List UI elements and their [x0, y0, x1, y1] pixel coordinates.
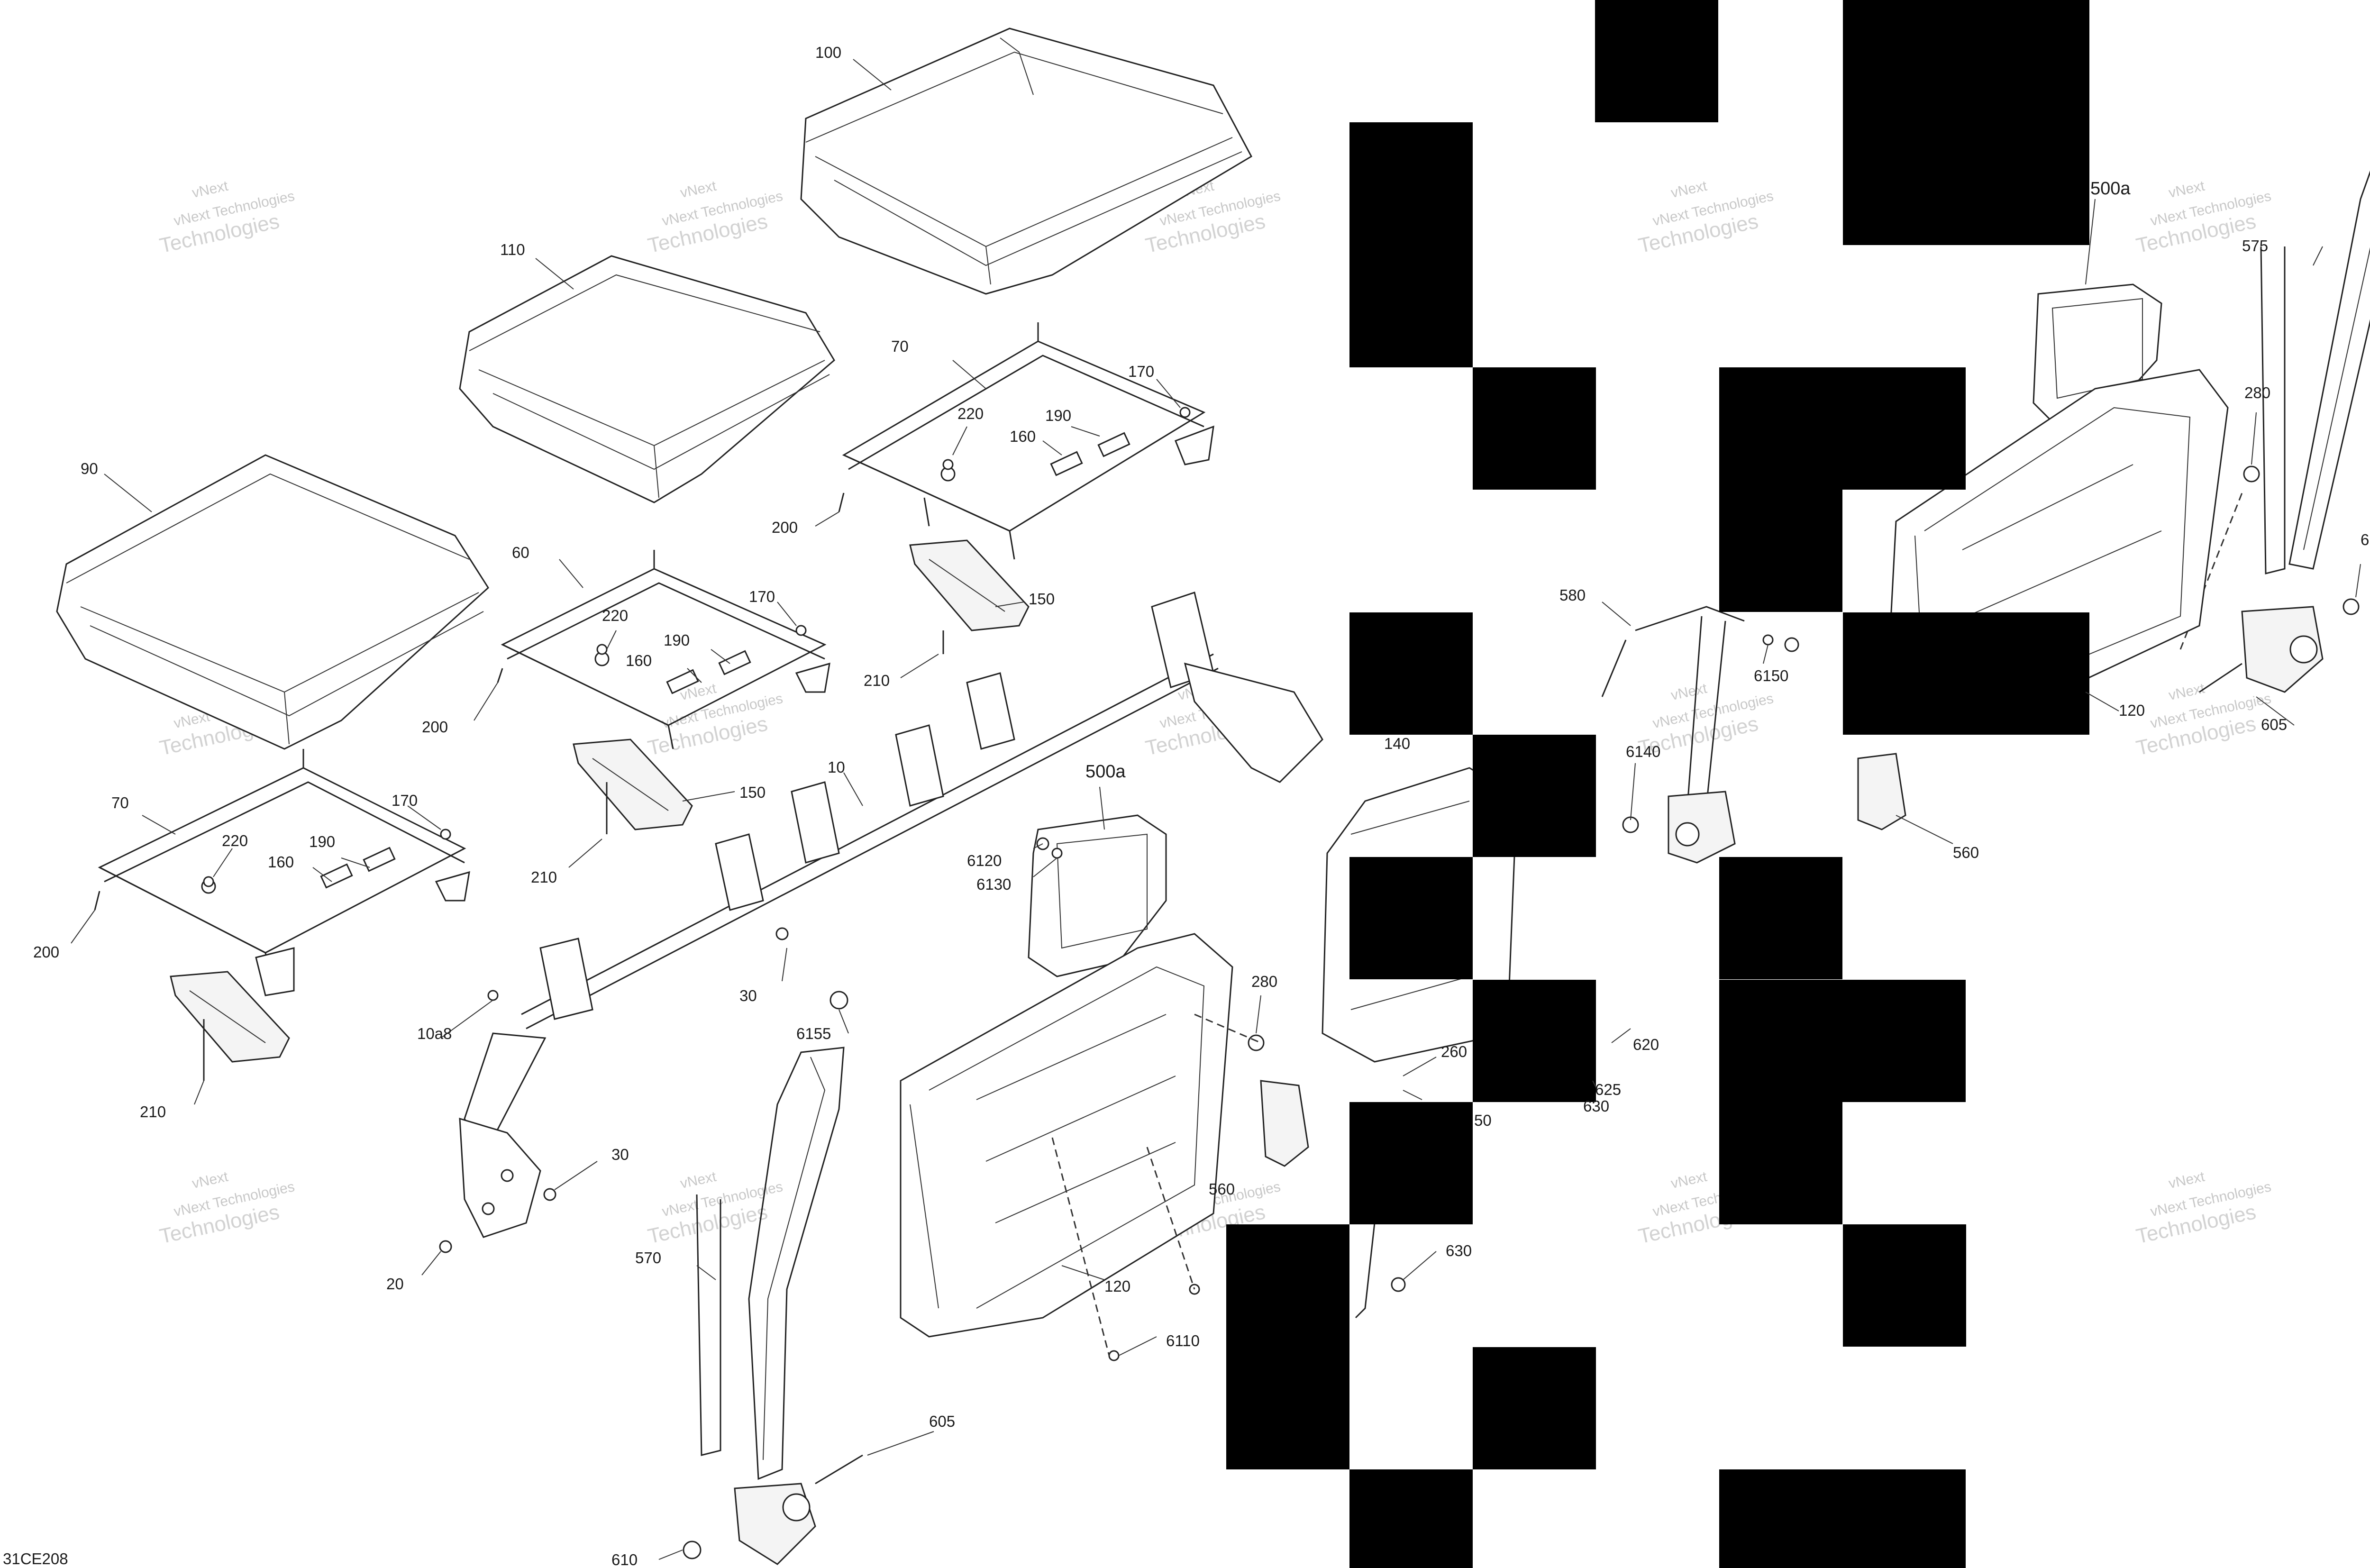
callout-210: 210 — [864, 672, 890, 689]
callout-190: 190 — [664, 631, 690, 649]
redaction-blocks — [1226, 0, 2089, 1568]
callout-160: 160 — [626, 652, 652, 669]
watermark-line1: vNext — [679, 1169, 718, 1192]
seatbelt-575 — [2199, 170, 2370, 693]
watermark-line1: vNext — [2167, 178, 2206, 201]
callout-620: 620 — [1633, 1036, 1659, 1053]
callout-6150: 6150 — [1754, 667, 1788, 684]
seat-slider-center — [573, 738, 693, 834]
callout-90: 90 — [81, 460, 98, 477]
callout-560: 560 — [1209, 1180, 1235, 1198]
callout-120: 120 — [1104, 1277, 1130, 1295]
seat-base-cross-member — [459, 592, 1323, 1238]
callout-500a: 500a — [2090, 179, 2131, 199]
callout-580: 580 — [1559, 586, 1586, 604]
headrest-pad-left — [1028, 814, 1167, 977]
seat-back-frame-120-left — [900, 933, 1233, 1338]
watermark: vNext vNext Technologies Technologies — [646, 178, 784, 258]
watermark-line1: vNext — [191, 1169, 230, 1192]
callout-170: 170 — [1128, 363, 1154, 380]
callout-150: 150 — [1029, 590, 1055, 608]
watermark-line1: vNext — [2167, 1169, 2206, 1192]
callout-605: 605 — [2261, 716, 2287, 733]
callout-6140: 6140 — [1626, 743, 1660, 760]
seat-cushion-100 — [800, 27, 1252, 295]
seat-frame-70-left — [98, 749, 470, 996]
seat-slider-left — [170, 971, 290, 1081]
callout-30: 30 — [739, 987, 757, 1004]
callout-200: 200 — [772, 519, 798, 536]
watermark: vNext vNext Technologies Technologies — [646, 1169, 784, 1249]
watermark-line1: vNext — [1669, 1169, 1709, 1192]
watermark: vNext vNext Technologies Technologies — [157, 178, 296, 258]
watermark: vNext vNext Technologies Technologies — [1636, 178, 1775, 258]
watermark: vNext vNext Technologies Technologies — [157, 1169, 296, 1249]
callout-200: 200 — [422, 718, 448, 736]
watermark-line1: vNext — [1669, 178, 1709, 201]
callout-570: 570 — [635, 1249, 661, 1267]
callout-610: 610 — [2361, 531, 2370, 548]
callout-190: 190 — [309, 833, 335, 850]
diagram-code: 31CE208 — [3, 1550, 68, 1568]
seat-cushion-90 — [56, 454, 489, 750]
callout-575: 575 — [2242, 237, 2268, 255]
callout-200: 200 — [33, 943, 59, 961]
callout-220: 220 — [222, 832, 248, 849]
callout-6120: 6120 — [967, 852, 1002, 869]
callout-280: 280 — [2244, 384, 2270, 401]
callout-280: 280 — [1251, 973, 1277, 990]
callout-260: 260 — [1441, 1043, 1467, 1060]
callout-630: 630 — [1583, 1097, 1609, 1115]
callout-120: 120 — [2119, 702, 2145, 719]
callout-190: 190 — [1045, 407, 1071, 424]
callout-6130: 6130 — [976, 875, 1011, 893]
bolt-630 — [1355, 1222, 1376, 1319]
callout-150: 150 — [739, 784, 766, 801]
callout-6110: 6110 — [1166, 1332, 1200, 1349]
callout-610: 610 — [611, 1551, 638, 1568]
callout-210: 210 — [140, 1103, 166, 1121]
callout-605: 605 — [929, 1413, 955, 1430]
leader-lines — [71, 59, 2361, 1560]
callout-labels: 100 110 90 70 170 220 190 160 200 150 21… — [33, 44, 2370, 1568]
seatbelt-580 — [1601, 606, 1745, 864]
callout-500a: 500a — [1085, 762, 1126, 782]
seatbelt-buckle-560-left — [1260, 1080, 1309, 1167]
callout-10a8: 10a8 — [417, 1025, 452, 1042]
callout-560: 560 — [1953, 844, 1979, 861]
watermark-line1: vNext — [1669, 681, 1709, 703]
callout-220: 220 — [957, 405, 984, 422]
callout-60: 60 — [512, 544, 529, 561]
seat-slider-right — [909, 539, 1030, 654]
callout-110: 110 — [500, 241, 525, 258]
watermark-line1: vNext — [679, 178, 718, 201]
watermark: vNext vNext Technologies Technologies — [2134, 1169, 2272, 1249]
callout-170: 170 — [392, 792, 418, 809]
callout-70: 70 — [891, 337, 909, 355]
callout-160: 160 — [1010, 428, 1036, 445]
seatbelt-buckle-560-right — [1857, 753, 1906, 830]
callout-100: 100 — [815, 44, 841, 61]
callout-140: 140 — [1384, 735, 1410, 752]
seatbelt-570 — [696, 1047, 863, 1565]
callout-220: 220 — [602, 607, 628, 624]
callout-6155: 6155 — [796, 1025, 831, 1042]
callout-30: 30 — [611, 1146, 629, 1163]
callout-250: 50 — [1474, 1112, 1492, 1129]
callout-625: 625 — [1595, 1081, 1621, 1098]
callout-160: 160 — [268, 853, 294, 871]
callout-210: 210 — [531, 868, 557, 886]
watermark-line1: vNext — [191, 178, 230, 201]
callout-170: 170 — [749, 588, 775, 605]
callout-10: 10 — [828, 758, 845, 776]
callout-70: 70 — [111, 794, 129, 811]
callout-630: 630 — [1446, 1242, 1472, 1259]
callout-20: 20 — [386, 1275, 404, 1293]
seat-frame-60-center — [501, 550, 830, 749]
seat-frame-70-right — [842, 322, 1214, 560]
watermark: vNext vNext Technologies Technologies — [646, 681, 784, 760]
seat-cushion-110 — [459, 255, 835, 503]
